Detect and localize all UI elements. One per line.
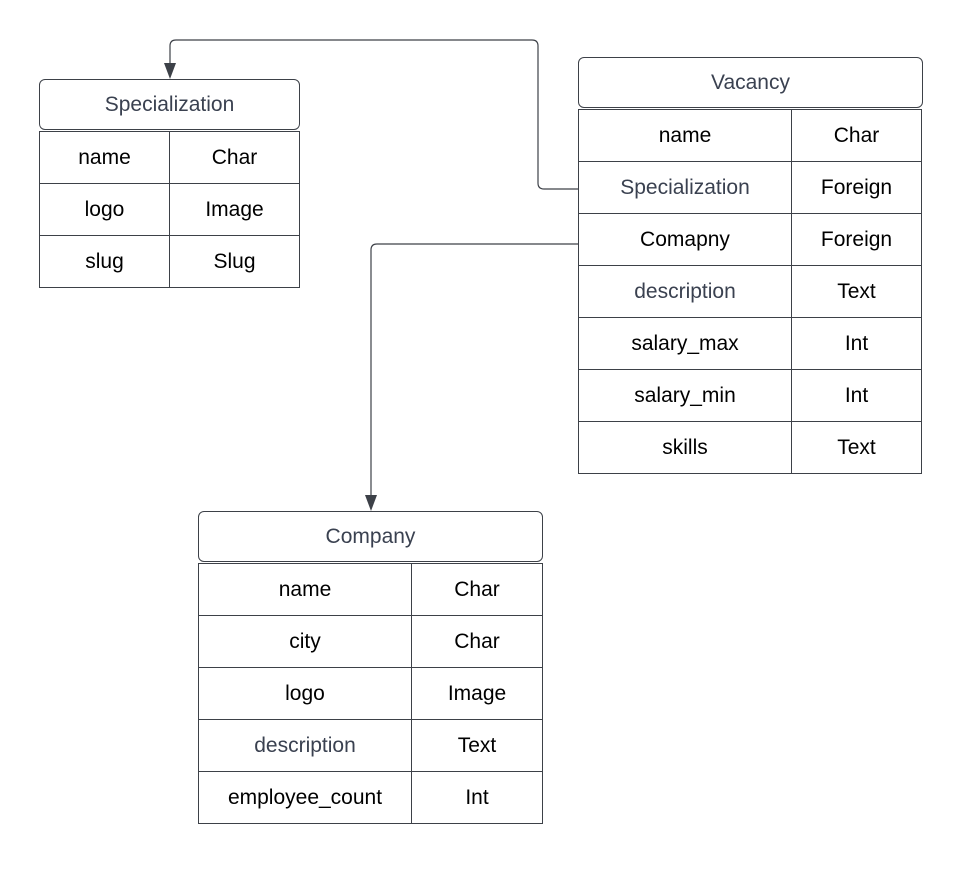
field-row: name Char <box>578 109 922 162</box>
field-type: Foreign <box>791 161 922 214</box>
arrowhead-company <box>365 495 377 511</box>
field-row: slug Slug <box>39 235 300 288</box>
field-type: Text <box>791 265 922 318</box>
entity-title: Specialization <box>39 79 300 130</box>
connector-specialization <box>169 39 578 190</box>
field-table: name Char city Char logo Image descripti… <box>198 563 543 824</box>
field-type: Char <box>411 563 543 616</box>
field-type: Text <box>411 719 543 772</box>
field-row: name Char <box>198 563 543 616</box>
field-type: Int <box>791 317 922 370</box>
field-row: salary_min Int <box>578 369 922 422</box>
connector-company <box>370 243 578 496</box>
field-name: logo <box>39 183 170 236</box>
field-type: Char <box>411 615 543 668</box>
field-row: Comapny Foreign <box>578 213 922 266</box>
field-type: Foreign <box>791 213 922 266</box>
field-type: Image <box>411 667 543 720</box>
field-name: Comapny <box>578 213 792 266</box>
field-name: name <box>198 563 412 616</box>
field-name: city <box>198 615 412 668</box>
entity-vacancy[interactable]: Vacancy name Char Specialization Foreign… <box>578 57 923 474</box>
field-name: employee_count <box>198 771 412 824</box>
arrowhead-specialization <box>164 63 176 79</box>
field-row: logo Image <box>198 667 543 720</box>
field-row: employee_count Int <box>198 771 543 824</box>
field-row: name Char <box>39 131 300 184</box>
field-name: description <box>578 265 792 318</box>
field-name: skills <box>578 421 792 474</box>
field-name: logo <box>198 667 412 720</box>
entity-company[interactable]: Company name Char city Char logo Image d… <box>198 511 543 824</box>
field-row: city Char <box>198 615 543 668</box>
field-type: Image <box>169 183 300 236</box>
field-row: description Text <box>578 265 922 318</box>
field-name: description <box>198 719 412 772</box>
field-type: Char <box>791 109 922 162</box>
field-table: name Char Specialization Foreign Comapny… <box>578 109 922 474</box>
field-type: Text <box>791 421 922 474</box>
field-type: Int <box>411 771 543 824</box>
field-row: Specialization Foreign <box>578 161 922 214</box>
field-name: name <box>578 109 792 162</box>
field-table: name Char logo Image slug Slug <box>39 131 300 288</box>
entity-specialization[interactable]: Specialization name Char logo Image slug… <box>39 79 300 288</box>
field-name: Specialization <box>578 161 792 214</box>
field-name: name <box>39 131 170 184</box>
field-row: salary_max Int <box>578 317 922 370</box>
field-row: description Text <box>198 719 543 772</box>
entity-title: Company <box>198 511 543 562</box>
field-type: Slug <box>169 235 300 288</box>
field-row: logo Image <box>39 183 300 236</box>
field-row: skills Text <box>578 421 922 474</box>
field-name: salary_min <box>578 369 792 422</box>
field-type: Int <box>791 369 922 422</box>
entity-title: Vacancy <box>578 57 923 108</box>
field-name: slug <box>39 235 170 288</box>
field-name: salary_max <box>578 317 792 370</box>
field-type: Char <box>169 131 300 184</box>
